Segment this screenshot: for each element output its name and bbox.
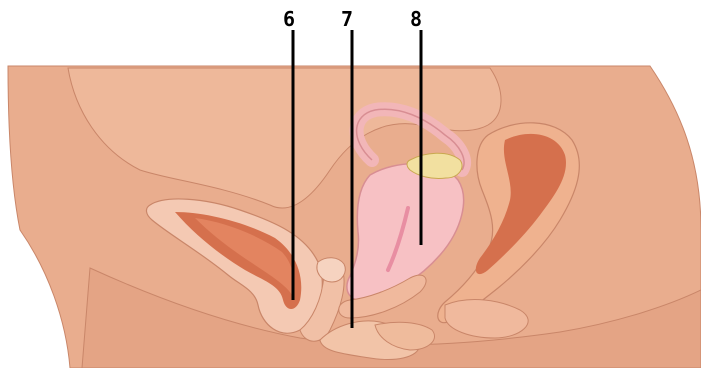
callout-label-6: 6 (283, 9, 295, 29)
callout-label-7: 7 (341, 9, 353, 29)
callout-label-8: 8 (410, 9, 422, 29)
